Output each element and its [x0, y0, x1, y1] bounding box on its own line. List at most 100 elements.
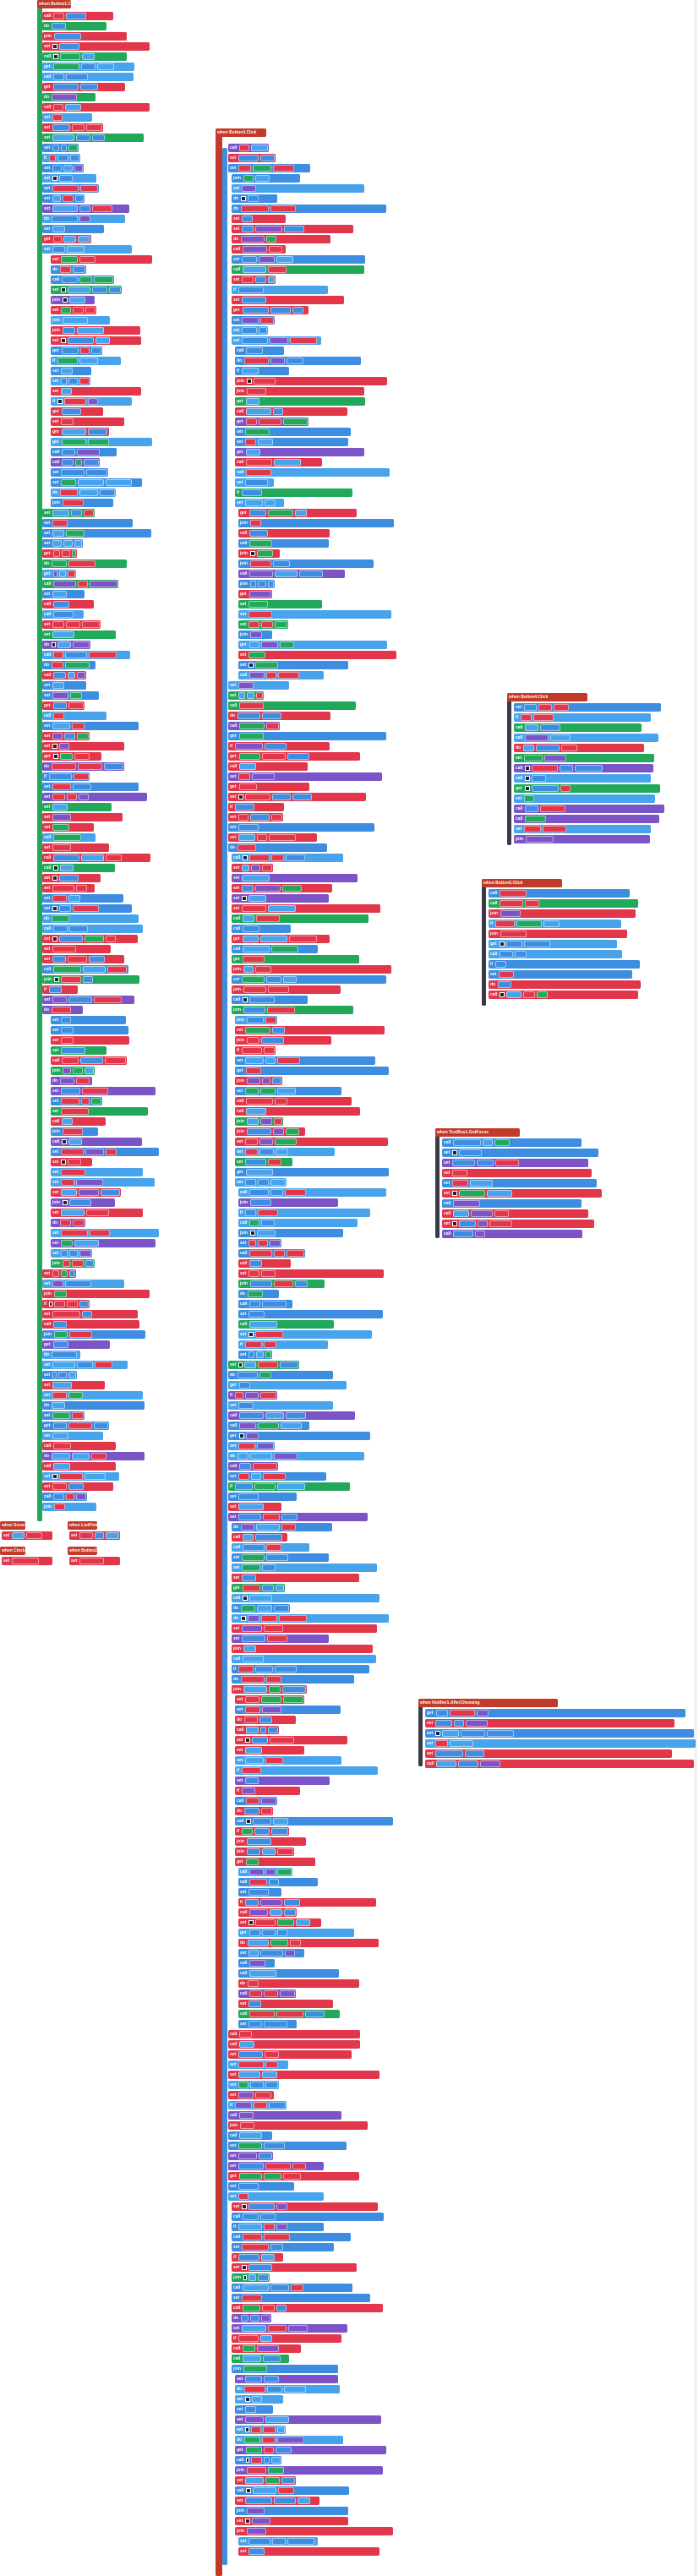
argument-socket[interactable]	[245, 1777, 259, 1784]
argument-socket[interactable]	[61, 1209, 85, 1216]
code-block[interactable]: set	[238, 661, 348, 669]
argument-socket[interactable]	[79, 1250, 91, 1257]
code-block[interactable]: get	[235, 1067, 389, 1075]
code-block[interactable]: set	[51, 1107, 148, 1116]
argument-socket[interactable]	[74, 1240, 100, 1247]
argument-socket[interactable]	[62, 1067, 72, 1074]
argument-socket[interactable]	[533, 714, 554, 721]
argument-socket[interactable]	[276, 2203, 288, 2210]
argument-socket[interactable]	[266, 236, 277, 243]
argument-socket[interactable]	[72, 723, 85, 729]
argument-socket[interactable]	[239, 702, 265, 709]
argument-socket[interactable]	[52, 165, 62, 172]
argument-socket[interactable]	[256, 915, 281, 922]
code-block[interactable]: get	[228, 1381, 347, 1389]
argument-socket[interactable]	[53, 1504, 65, 1510]
argument-socket[interactable]	[266, 1544, 282, 1551]
argument-socket[interactable]	[52, 804, 68, 810]
argument-socket[interactable]	[238, 712, 261, 719]
argument-socket[interactable]	[487, 1190, 513, 1197]
argument-socket[interactable]	[52, 956, 67, 963]
argument-socket[interactable]	[242, 905, 267, 912]
argument-socket[interactable]	[53, 1463, 71, 1470]
code-block[interactable]: call	[42, 671, 86, 679]
code-block[interactable]: call	[235, 1107, 360, 1116]
argument-socket[interactable]	[294, 1280, 308, 1287]
argument-socket[interactable]	[243, 925, 260, 932]
argument-socket[interactable]	[263, 1514, 281, 1520]
argument-socket[interactable]	[281, 1422, 303, 1429]
code-block[interactable]: if	[51, 357, 121, 365]
code-block[interactable]: set	[51, 1249, 92, 1258]
argument-socket[interactable]	[270, 2284, 290, 2291]
argument-socket[interactable]	[243, 2345, 256, 2352]
argument-socket[interactable]	[83, 966, 106, 973]
argument-socket[interactable]	[278, 672, 300, 679]
argument-socket[interactable]	[245, 2376, 263, 2382]
argument-socket[interactable]	[245, 1149, 259, 1155]
argument-socket[interactable]	[235, 2102, 252, 2109]
argument-socket[interactable]	[53, 74, 65, 80]
argument-socket[interactable]	[254, 175, 270, 182]
code-block[interactable]: call	[232, 1594, 380, 1602]
argument-socket[interactable]	[242, 885, 254, 892]
argument-socket[interactable]	[248, 652, 266, 658]
argument-socket[interactable]	[78, 1189, 99, 1196]
code-block[interactable]: call	[232, 1543, 309, 1552]
code-block[interactable]: get	[235, 448, 364, 456]
code-block[interactable]: set	[425, 1729, 694, 1738]
argument-socket[interactable]	[243, 1007, 265, 1013]
code-block[interactable]: do	[232, 205, 386, 213]
argument-socket[interactable]	[531, 785, 559, 792]
code-block[interactable]: set	[514, 794, 655, 803]
argument-socket[interactable]	[62, 1260, 70, 1267]
code-block[interactable]: join	[232, 965, 391, 974]
argument-socket[interactable]	[459, 1190, 486, 1197]
argument-socket[interactable]	[498, 981, 512, 988]
argument-socket[interactable]	[61, 1169, 86, 1176]
argument-socket[interactable]	[286, 854, 306, 861]
code-block[interactable]: do	[232, 1523, 332, 1531]
argument-socket[interactable]	[79, 1532, 94, 1539]
argument-socket[interactable]	[52, 702, 67, 709]
argument-socket[interactable]	[105, 1532, 119, 1539]
argument-socket[interactable]	[263, 2173, 281, 2180]
argument-socket[interactable]	[245, 499, 264, 506]
argument-socket[interactable]	[264, 2142, 286, 2149]
argument-socket[interactable]	[524, 755, 543, 761]
argument-socket[interactable]	[61, 1179, 75, 1186]
argument-socket[interactable]	[242, 185, 257, 192]
argument-socket[interactable]	[243, 1656, 265, 1662]
argument-socket[interactable]	[78, 763, 102, 770]
code-block[interactable]: set	[228, 2142, 347, 2150]
code-block[interactable]: get	[235, 418, 309, 426]
argument-socket[interactable]	[52, 885, 75, 892]
argument-socket[interactable]	[279, 1990, 295, 1997]
argument-socket[interactable]	[67, 246, 85, 253]
code-block[interactable]: set	[228, 164, 310, 172]
argument-socket[interactable]	[53, 834, 82, 841]
argument-socket[interactable]	[53, 581, 77, 587]
argument-socket[interactable]	[540, 724, 561, 731]
argument-socket[interactable]	[246, 469, 272, 476]
code-block[interactable]: call	[228, 762, 308, 771]
code-block[interactable]: if	[235, 1787, 300, 1795]
code-block[interactable]: set	[51, 367, 91, 375]
argument-socket[interactable]	[260, 1088, 276, 1094]
argument-socket[interactable]	[73, 266, 85, 273]
code-block[interactable]: get	[232, 306, 309, 314]
argument-socket[interactable]	[500, 931, 527, 937]
argument-socket[interactable]	[73, 1067, 83, 1074]
code-block[interactable]: if	[232, 2334, 341, 2343]
argument-socket[interactable]	[267, 2467, 284, 2474]
code-block[interactable]: set	[228, 793, 366, 801]
argument-socket[interactable]	[52, 1422, 68, 1429]
argument-socket[interactable]	[52, 195, 61, 202]
code-block[interactable]: if	[235, 1827, 289, 1836]
code-block[interactable]: set	[228, 2152, 273, 2160]
argument-socket[interactable]	[68, 1159, 82, 1165]
argument-socket[interactable]	[264, 2224, 276, 2230]
code-block[interactable]: set	[42, 742, 124, 750]
argument-socket[interactable]	[79, 256, 96, 263]
code-block[interactable]: set	[232, 884, 332, 892]
